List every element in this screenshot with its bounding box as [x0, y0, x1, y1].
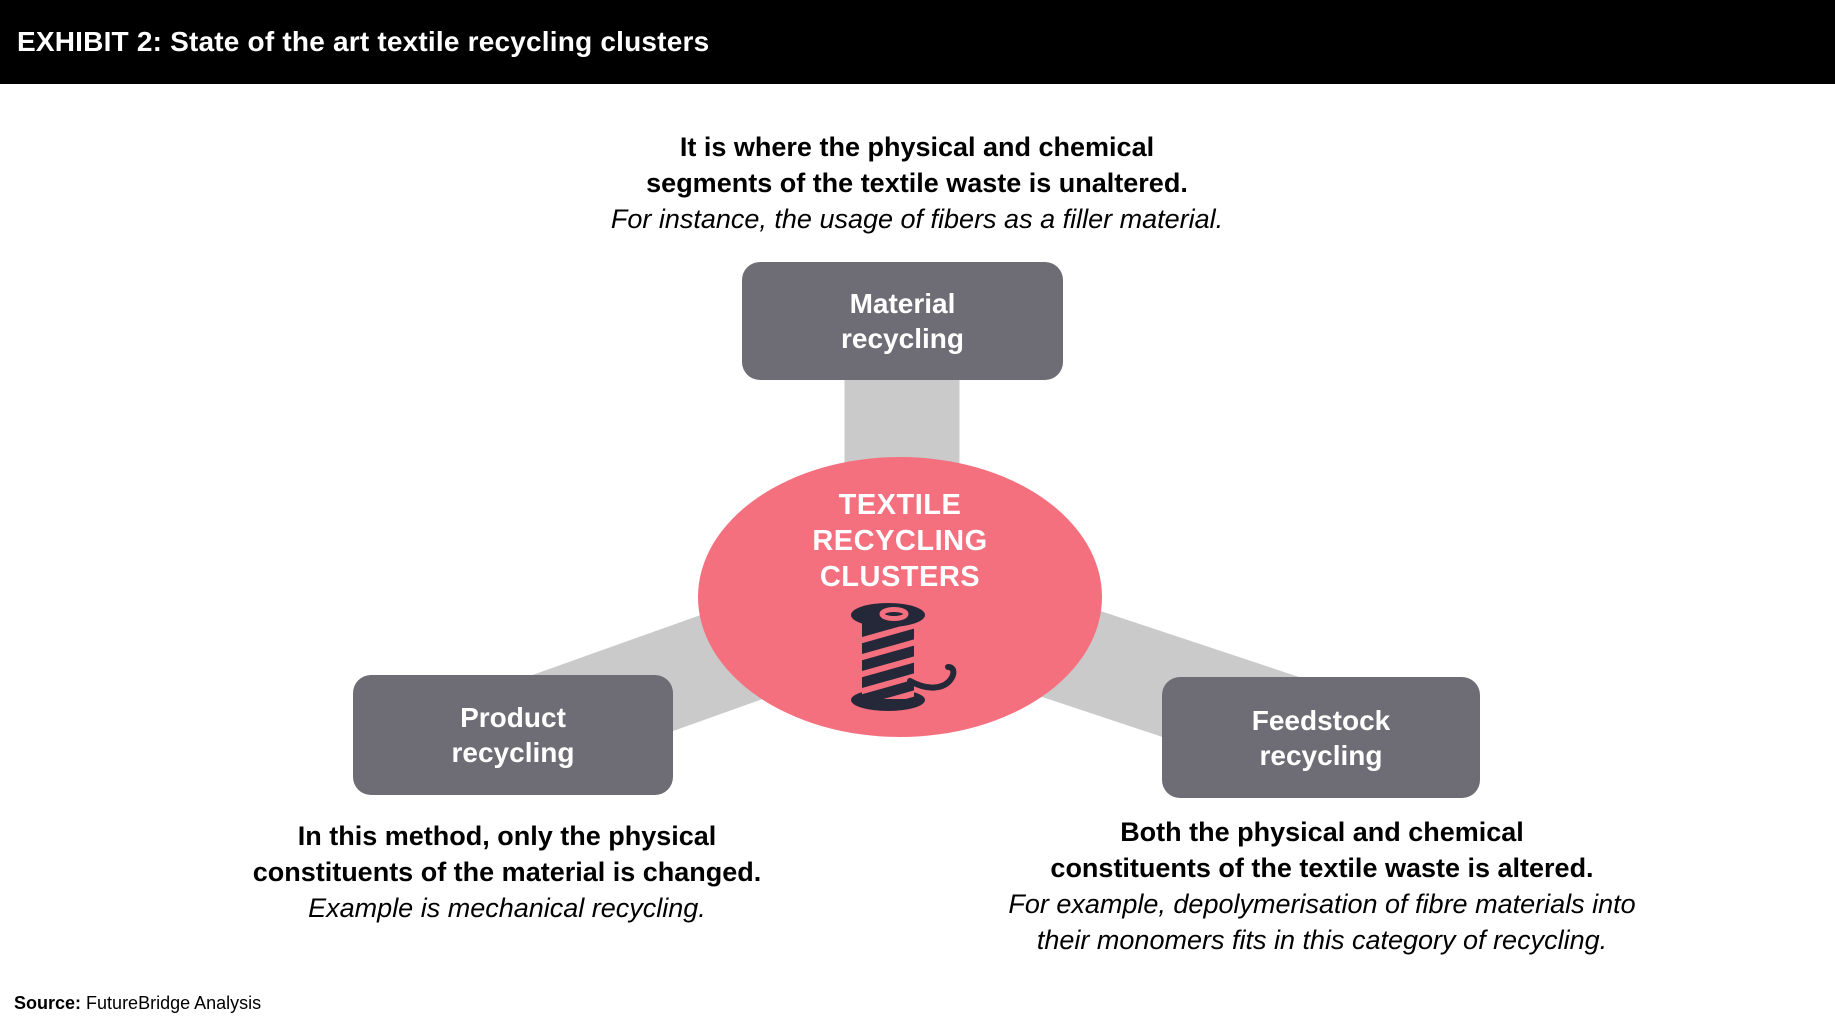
- desc-line: their monomers fits in this category of …: [1036, 925, 1608, 955]
- desc-material: It is where the physical and chemical se…: [467, 129, 1367, 237]
- source-line: Source: FutureBridge Analysis: [14, 993, 261, 1014]
- desc-line: For instance, the usage of fibers as a f…: [610, 204, 1224, 234]
- desc-line: It is where the physical and chemical: [679, 132, 1155, 162]
- node-label-line: Feedstock: [1251, 704, 1391, 736]
- center-title: TEXTILE RECYCLING CLUSTERS: [698, 457, 1102, 595]
- source-label: Source:: [14, 993, 82, 1013]
- desc-product: In this method, only the physical consti…: [157, 818, 857, 926]
- desc-line: segments of the textile waste is unalter…: [646, 168, 1188, 198]
- node-feedstock: Feedstock recycling: [1162, 677, 1480, 798]
- desc-line: In this method, only the physical: [297, 821, 717, 851]
- desc-line: constituents of the material is changed.: [252, 857, 762, 887]
- node-material: Material recycling: [742, 262, 1063, 380]
- source-text: FutureBridge Analysis: [86, 993, 262, 1013]
- center-title-line: CLUSTERS: [819, 561, 981, 593]
- center-title-line: TEXTILE: [838, 489, 962, 521]
- desc-line: constituents of the textile waste is alt…: [1050, 853, 1594, 883]
- desc-feedstock: Both the physical and chemical constitue…: [972, 814, 1672, 958]
- center-title-line: RECYCLING: [812, 525, 988, 557]
- desc-line: Example is mechanical recycling.: [308, 893, 706, 923]
- center-ellipse: TEXTILE RECYCLING CLUSTERS: [698, 457, 1102, 737]
- node-label-line: Product: [460, 702, 566, 733]
- exhibit-header: EXHIBIT 2: State of the art textile recy…: [0, 0, 1835, 84]
- desc-line: Both the physical and chemical: [1120, 817, 1524, 847]
- node-label-line: recycling: [841, 323, 964, 354]
- node-product: Product recycling: [353, 675, 673, 795]
- desc-line: For example, depolymerisation of fibre m…: [1008, 889, 1636, 919]
- node-label-line: recycling: [1259, 739, 1383, 771]
- node-label-line: Material: [849, 288, 956, 319]
- node-label-line: recycling: [451, 737, 575, 768]
- thread-spool-icon: [851, 603, 957, 711]
- page-title: EXHIBIT 2: State of the art textile recy…: [17, 26, 710, 57]
